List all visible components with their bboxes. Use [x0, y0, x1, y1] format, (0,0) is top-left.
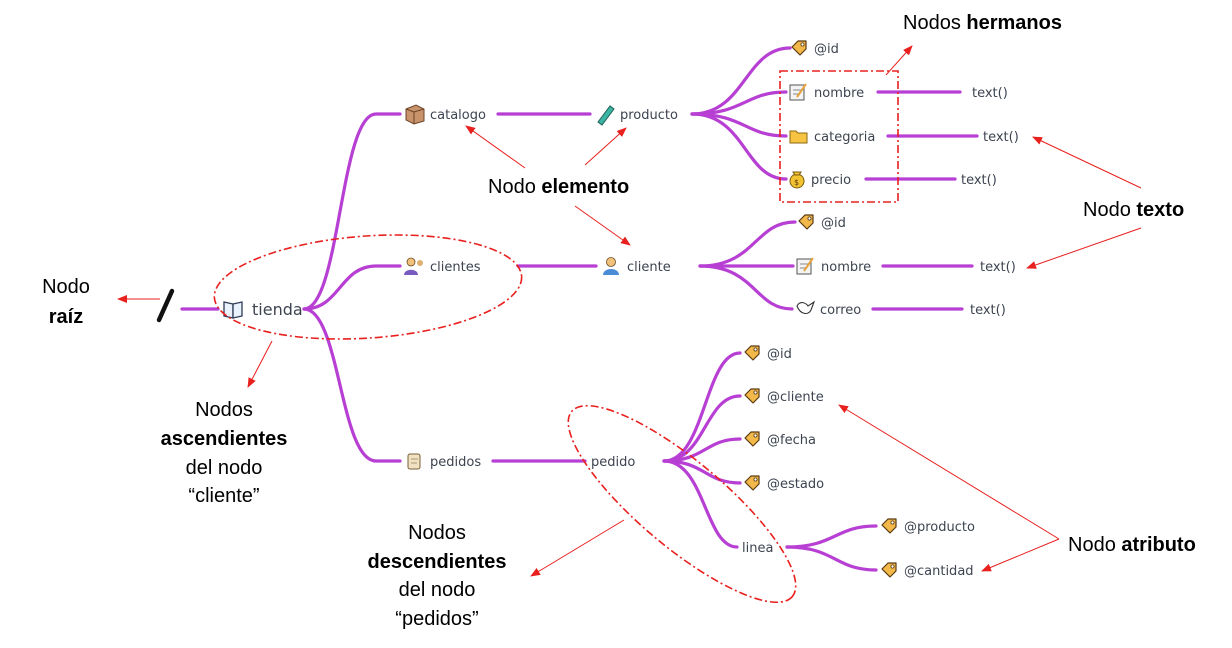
node-pedido-cliente: @cliente [744, 388, 824, 405]
text-node-precio: text() [961, 173, 997, 188]
node-label: @cliente [767, 390, 824, 405]
node-tienda: tienda [223, 300, 303, 319]
person-icon [603, 257, 619, 275]
node-label: categoria [814, 130, 875, 145]
node-clientes: clientes [404, 257, 481, 275]
label-nodos-hermanos: Nodos hermanos [903, 12, 1062, 34]
root-node [156, 288, 175, 323]
node-label: @id [814, 42, 839, 57]
text-node-cliente-nombre: text() [980, 260, 1016, 275]
tag-icon [798, 214, 814, 230]
node-label: catalogo [430, 108, 486, 123]
svg-text:ascendientes: ascendientes [161, 428, 288, 450]
node-label: cliente [627, 260, 671, 275]
test-tube-icon [597, 105, 615, 126]
svg-text:Nodos: Nodos [195, 399, 253, 421]
node-producto-precio: $ precio [789, 171, 851, 189]
descendants-highlight-ellipse [567, 404, 797, 604]
node-label: @fecha [767, 433, 816, 448]
text-node-categoria: text() [983, 130, 1019, 145]
node-pedido: pedido [591, 455, 635, 470]
tag-icon [744, 475, 760, 491]
svg-text:descendientes: descendientes [368, 551, 507, 573]
node-pedidos: pedidos [407, 453, 481, 470]
node-label: @cantidad [904, 564, 974, 579]
node-label: producto [620, 108, 678, 123]
node-label: pedido [591, 455, 635, 470]
node-linea-cantidad: @cantidad [881, 562, 974, 579]
node-label: @id [767, 347, 792, 362]
label-nodos-descendientes: Nodos descendientes del nodo “pedidos” [368, 522, 507, 630]
node-label: clientes [430, 260, 481, 275]
label-nodo-atributo: Nodo atributo [1068, 534, 1196, 556]
node-label: nombre [821, 260, 871, 275]
node-pedido-id: @id [744, 345, 792, 362]
tag-icon [744, 431, 760, 447]
node-label: tienda [252, 300, 303, 319]
node-pedido-estado: @estado [744, 475, 824, 492]
text-node-correo: text() [970, 303, 1006, 318]
node-cliente: cliente [603, 257, 671, 275]
node-producto-nombre: nombre [789, 83, 864, 101]
people-icon [404, 257, 423, 275]
svg-text:del nodo: del nodo [186, 457, 263, 479]
svg-text:$: $ [794, 178, 799, 187]
memo-icon [789, 83, 807, 101]
node-label: nombre [814, 86, 864, 101]
siblings-highlight-box [779, 70, 899, 203]
node-producto-categoria: categoria [789, 130, 875, 145]
svg-text:“cliente”: “cliente” [188, 485, 259, 507]
label-nodos-ascendientes: Nodos ascendientes del nodo “cliente” [161, 399, 288, 507]
node-label: correo [820, 303, 861, 318]
node-label: @estado [767, 477, 824, 492]
tag-icon [881, 562, 897, 578]
root-slash-mark [156, 288, 175, 323]
svg-text:del nodo: del nodo [399, 579, 476, 601]
text-node-nombre: text() [972, 86, 1008, 101]
memo-icon [796, 257, 814, 275]
node-cliente-id: @id [798, 214, 846, 231]
node-label: @producto [904, 520, 975, 535]
node-cliente-correo: correo [796, 300, 861, 318]
tree-edges [180, 46, 979, 572]
tag-icon [744, 345, 760, 361]
svg-text:raíz: raíz [49, 306, 83, 328]
node-linea-producto: @producto [881, 518, 975, 535]
money-bag-icon: $ [789, 171, 805, 189]
node-pedido-fecha: @fecha [744, 431, 816, 448]
svg-text:Nodo: Nodo [42, 276, 90, 298]
label-nodo-raiz: Nodo raíz [42, 276, 90, 328]
svg-text:“pedidos”: “pedidos” [395, 608, 478, 630]
label-nodo-texto: Nodo texto [1083, 199, 1184, 221]
node-label: @id [821, 216, 846, 231]
svg-text:Nodos: Nodos [408, 522, 466, 544]
annotation-arrows [117, 45, 1142, 577]
node-label: precio [811, 173, 851, 188]
node-producto: producto [597, 105, 678, 126]
scroll-icon [407, 453, 421, 470]
book-icon [223, 301, 243, 319]
ancestors-highlight-ellipse [213, 234, 523, 340]
node-label: linea [742, 541, 773, 556]
node-producto-id: @id [791, 40, 839, 57]
box-icon [405, 104, 425, 125]
folder-icon [789, 130, 808, 144]
node-cliente-nombre: nombre [796, 257, 871, 275]
tag-icon [881, 518, 897, 534]
node-linea: linea [742, 541, 773, 556]
node-catalogo: catalogo [405, 104, 486, 125]
dove-icon [796, 300, 816, 315]
label-nodo-elemento: Nodo elemento [488, 176, 629, 198]
node-label: pedidos [430, 455, 481, 470]
tag-icon [744, 388, 760, 404]
tag-icon [791, 40, 807, 56]
